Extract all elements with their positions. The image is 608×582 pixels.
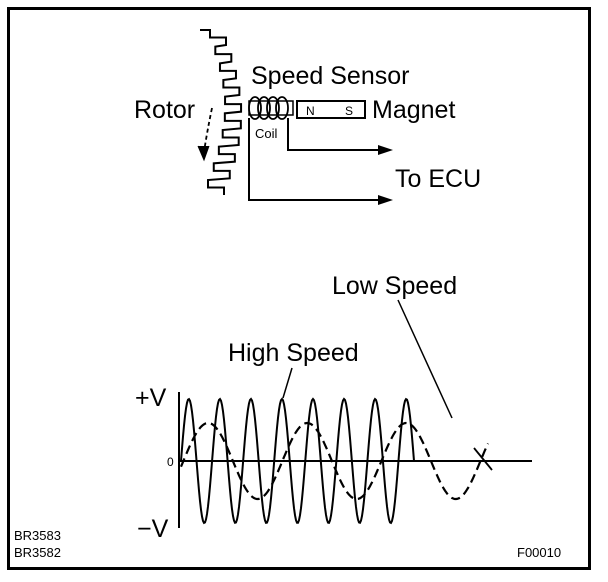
to-ecu-label: To ECU — [395, 165, 481, 193]
low-speed-waveform — [179, 421, 490, 501]
high-speed-waveform — [180, 397, 428, 525]
waveform-axes — [178, 392, 532, 528]
wire-arrow-upper — [378, 145, 393, 155]
code-2: BR3582 — [14, 545, 61, 560]
low-speed-label: Low Speed — [332, 272, 457, 300]
coil-label: Coil — [255, 126, 278, 141]
low-speed-waveform-tail — [473, 447, 493, 471]
plus-v-label: +V — [135, 384, 167, 412]
rotor-label: Rotor — [134, 96, 195, 124]
ecu-wires — [248, 118, 384, 201]
pole-n-label: N — [306, 104, 315, 118]
speed-sensor-label: Speed Sensor — [251, 62, 409, 90]
magnet-label: Magnet — [372, 96, 455, 124]
rotor-rotation-arrow — [203, 107, 213, 153]
minus-v-label: −V — [137, 515, 169, 543]
leader-lines — [282, 299, 453, 419]
rotor-arrow-head — [197, 145, 210, 162]
code-1: BR3583 — [14, 528, 61, 543]
pole-s-label: S — [345, 104, 353, 118]
high-speed-label: High Speed — [228, 339, 359, 367]
rotor-teeth — [200, 29, 243, 195]
wire-arrow-lower — [378, 195, 393, 205]
figure-code: F00010 — [517, 545, 561, 560]
magnet — [296, 100, 366, 119]
zero-label: 0 — [167, 455, 174, 469]
coil-core — [248, 100, 294, 116]
